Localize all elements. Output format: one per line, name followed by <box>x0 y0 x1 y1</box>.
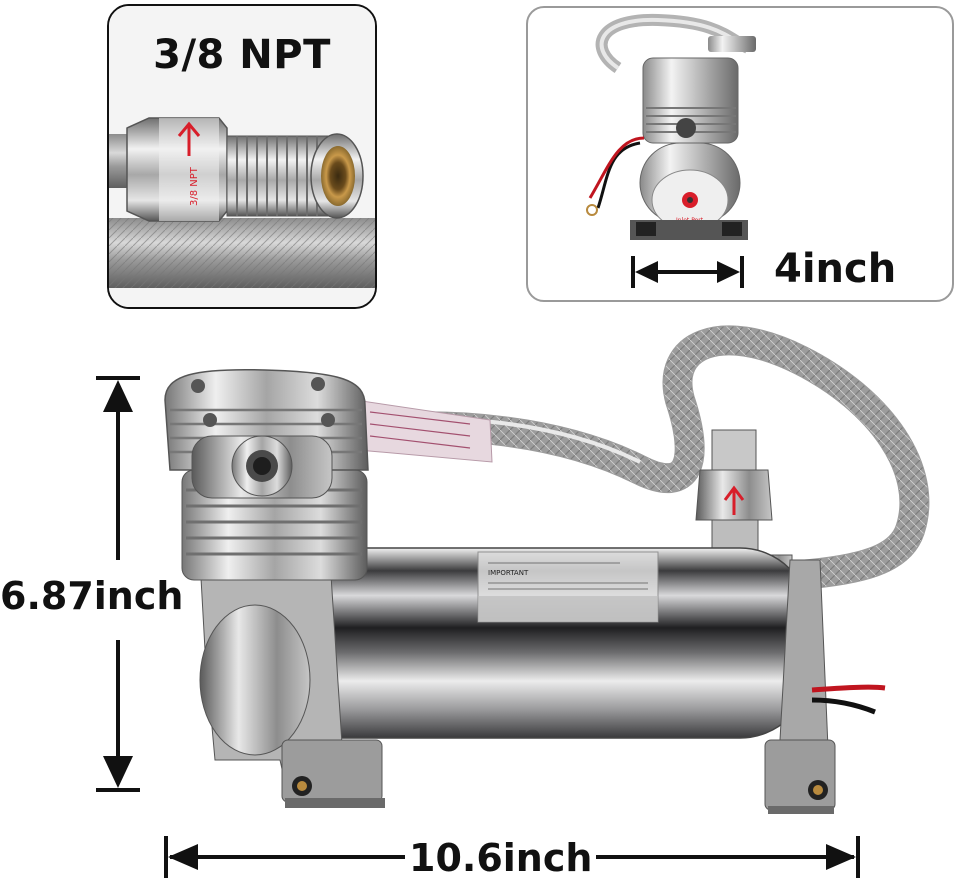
compressor-front-photo: Inlet Port <box>586 13 756 240</box>
width-label: 4inch <box>774 246 897 292</box>
length-dimension-arrow-icon <box>164 836 860 878</box>
width-dimension-arrow-icon <box>631 256 744 288</box>
svg-text:3/8 NPT: 3/8 NPT <box>189 166 200 206</box>
fitting-closeup-photo: 3/8 NPT <box>109 6 375 307</box>
fitting-closeup-panel: 3/8 NPT 3/8 NPT <box>107 4 377 309</box>
height-dimension-arrow-icon <box>96 376 140 792</box>
fitting-size-label: 3/8 NPT <box>153 32 331 78</box>
height-label: 6.87inch <box>0 574 184 618</box>
width-overview-panel: Inlet Port 4inch <box>526 6 954 302</box>
length-label: 10.6inch <box>405 836 597 880</box>
tank-sticker-heading: IMPORTANT <box>488 569 529 577</box>
